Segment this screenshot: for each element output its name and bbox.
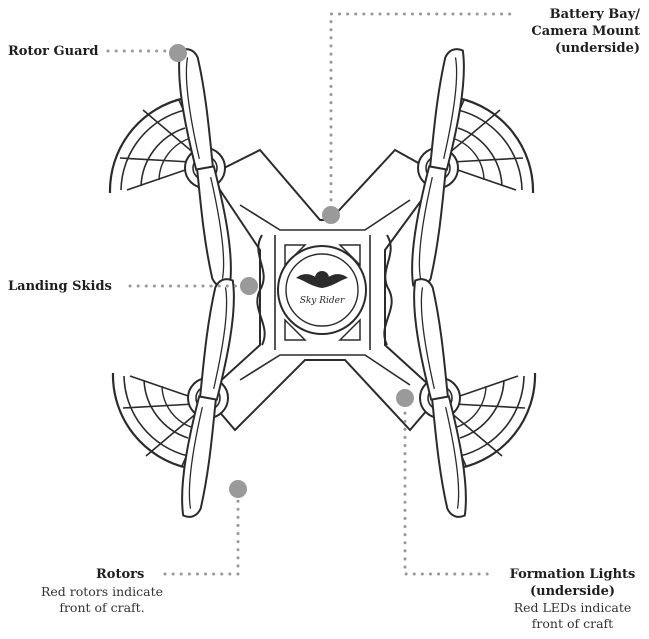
formation-lights-line1: Formation Lights	[500, 566, 645, 583]
formation-lights-label: Formation Lights (underside)	[500, 566, 645, 600]
rotors-desc-line2: front of craft.	[22, 600, 182, 616]
formation-lights-description: Red LEDs indicate front of craft	[500, 600, 645, 632]
battery-bay-marker	[322, 206, 340, 224]
rotor-guard-marker	[169, 44, 187, 62]
svg-text:Sky Rider: Sky Rider	[300, 296, 345, 306]
battery-bay-line3: (underside)	[531, 40, 640, 57]
formation-lights-line2: (underside)	[500, 583, 645, 600]
rotors-desc-line1: Red rotors indicate	[22, 584, 182, 600]
battery-bay-label: Battery Bay/ Camera Mount (underside)	[531, 6, 640, 57]
formation-lights-marker	[396, 389, 414, 407]
rotors-label: Rotors	[96, 566, 144, 583]
rotor-front-right	[406, 47, 533, 289]
formation-lights-desc-line2: front of craft	[500, 616, 645, 632]
rotors-description: Red rotors indicate front of craft.	[22, 584, 182, 616]
rotor-front-left	[110, 47, 237, 289]
landing-skids-marker	[240, 277, 258, 295]
battery-bay-line2: Camera Mount	[531, 23, 640, 40]
battery-bay-line1: Battery Bay/	[531, 6, 640, 23]
landing-skids-label: Landing Skids	[8, 278, 112, 295]
formation-lights-desc-line1: Red LEDs indicate	[500, 600, 645, 616]
rotor-rear-left	[113, 277, 240, 519]
rotor-rear-right	[408, 277, 535, 519]
rotors-marker	[229, 480, 247, 498]
rotor-guard-label: Rotor Guard	[8, 43, 98, 60]
